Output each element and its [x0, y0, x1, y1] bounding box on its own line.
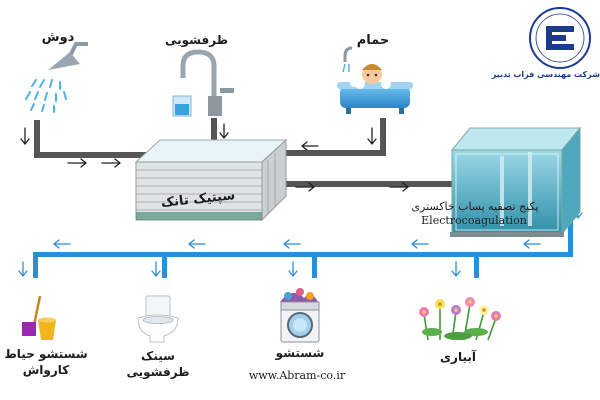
washing-machine-icon — [280, 288, 320, 343]
bathtub-icon — [337, 46, 413, 114]
label-cleaning: شستشو حیاط کارواش — [4, 347, 88, 377]
septic-tank-icon — [134, 138, 288, 222]
company-logo — [529, 7, 591, 69]
label-shower: دوش — [41, 30, 75, 45]
flowers-icon — [419, 297, 501, 341]
flow-arrows — [18, 123, 583, 278]
website-url: www.Abram-co.ir — [248, 369, 346, 382]
company-name: شرکت مهندسی فراب تدبیر — [491, 70, 600, 79]
mop-bucket-icon — [22, 295, 56, 340]
gray-pipes — [34, 118, 460, 187]
shower-icon — [25, 42, 88, 113]
toilet-icon — [137, 295, 179, 343]
treatment-package-icon — [450, 126, 582, 237]
label-washing: شستشو — [275, 346, 325, 360]
label-treatment-package-en: Electrocoagulation — [421, 214, 527, 227]
label-faucet: ظرفشویی — [164, 33, 228, 47]
faucet-icon — [172, 49, 234, 117]
label-bath: حمام — [356, 33, 390, 48]
label-toilet-sink: سینک ظرفشویی — [126, 349, 190, 379]
label-irrigation: آبیاری — [440, 350, 476, 364]
label-treatment-package: پکیج تصفیه پساب خاکستری — [411, 200, 539, 213]
